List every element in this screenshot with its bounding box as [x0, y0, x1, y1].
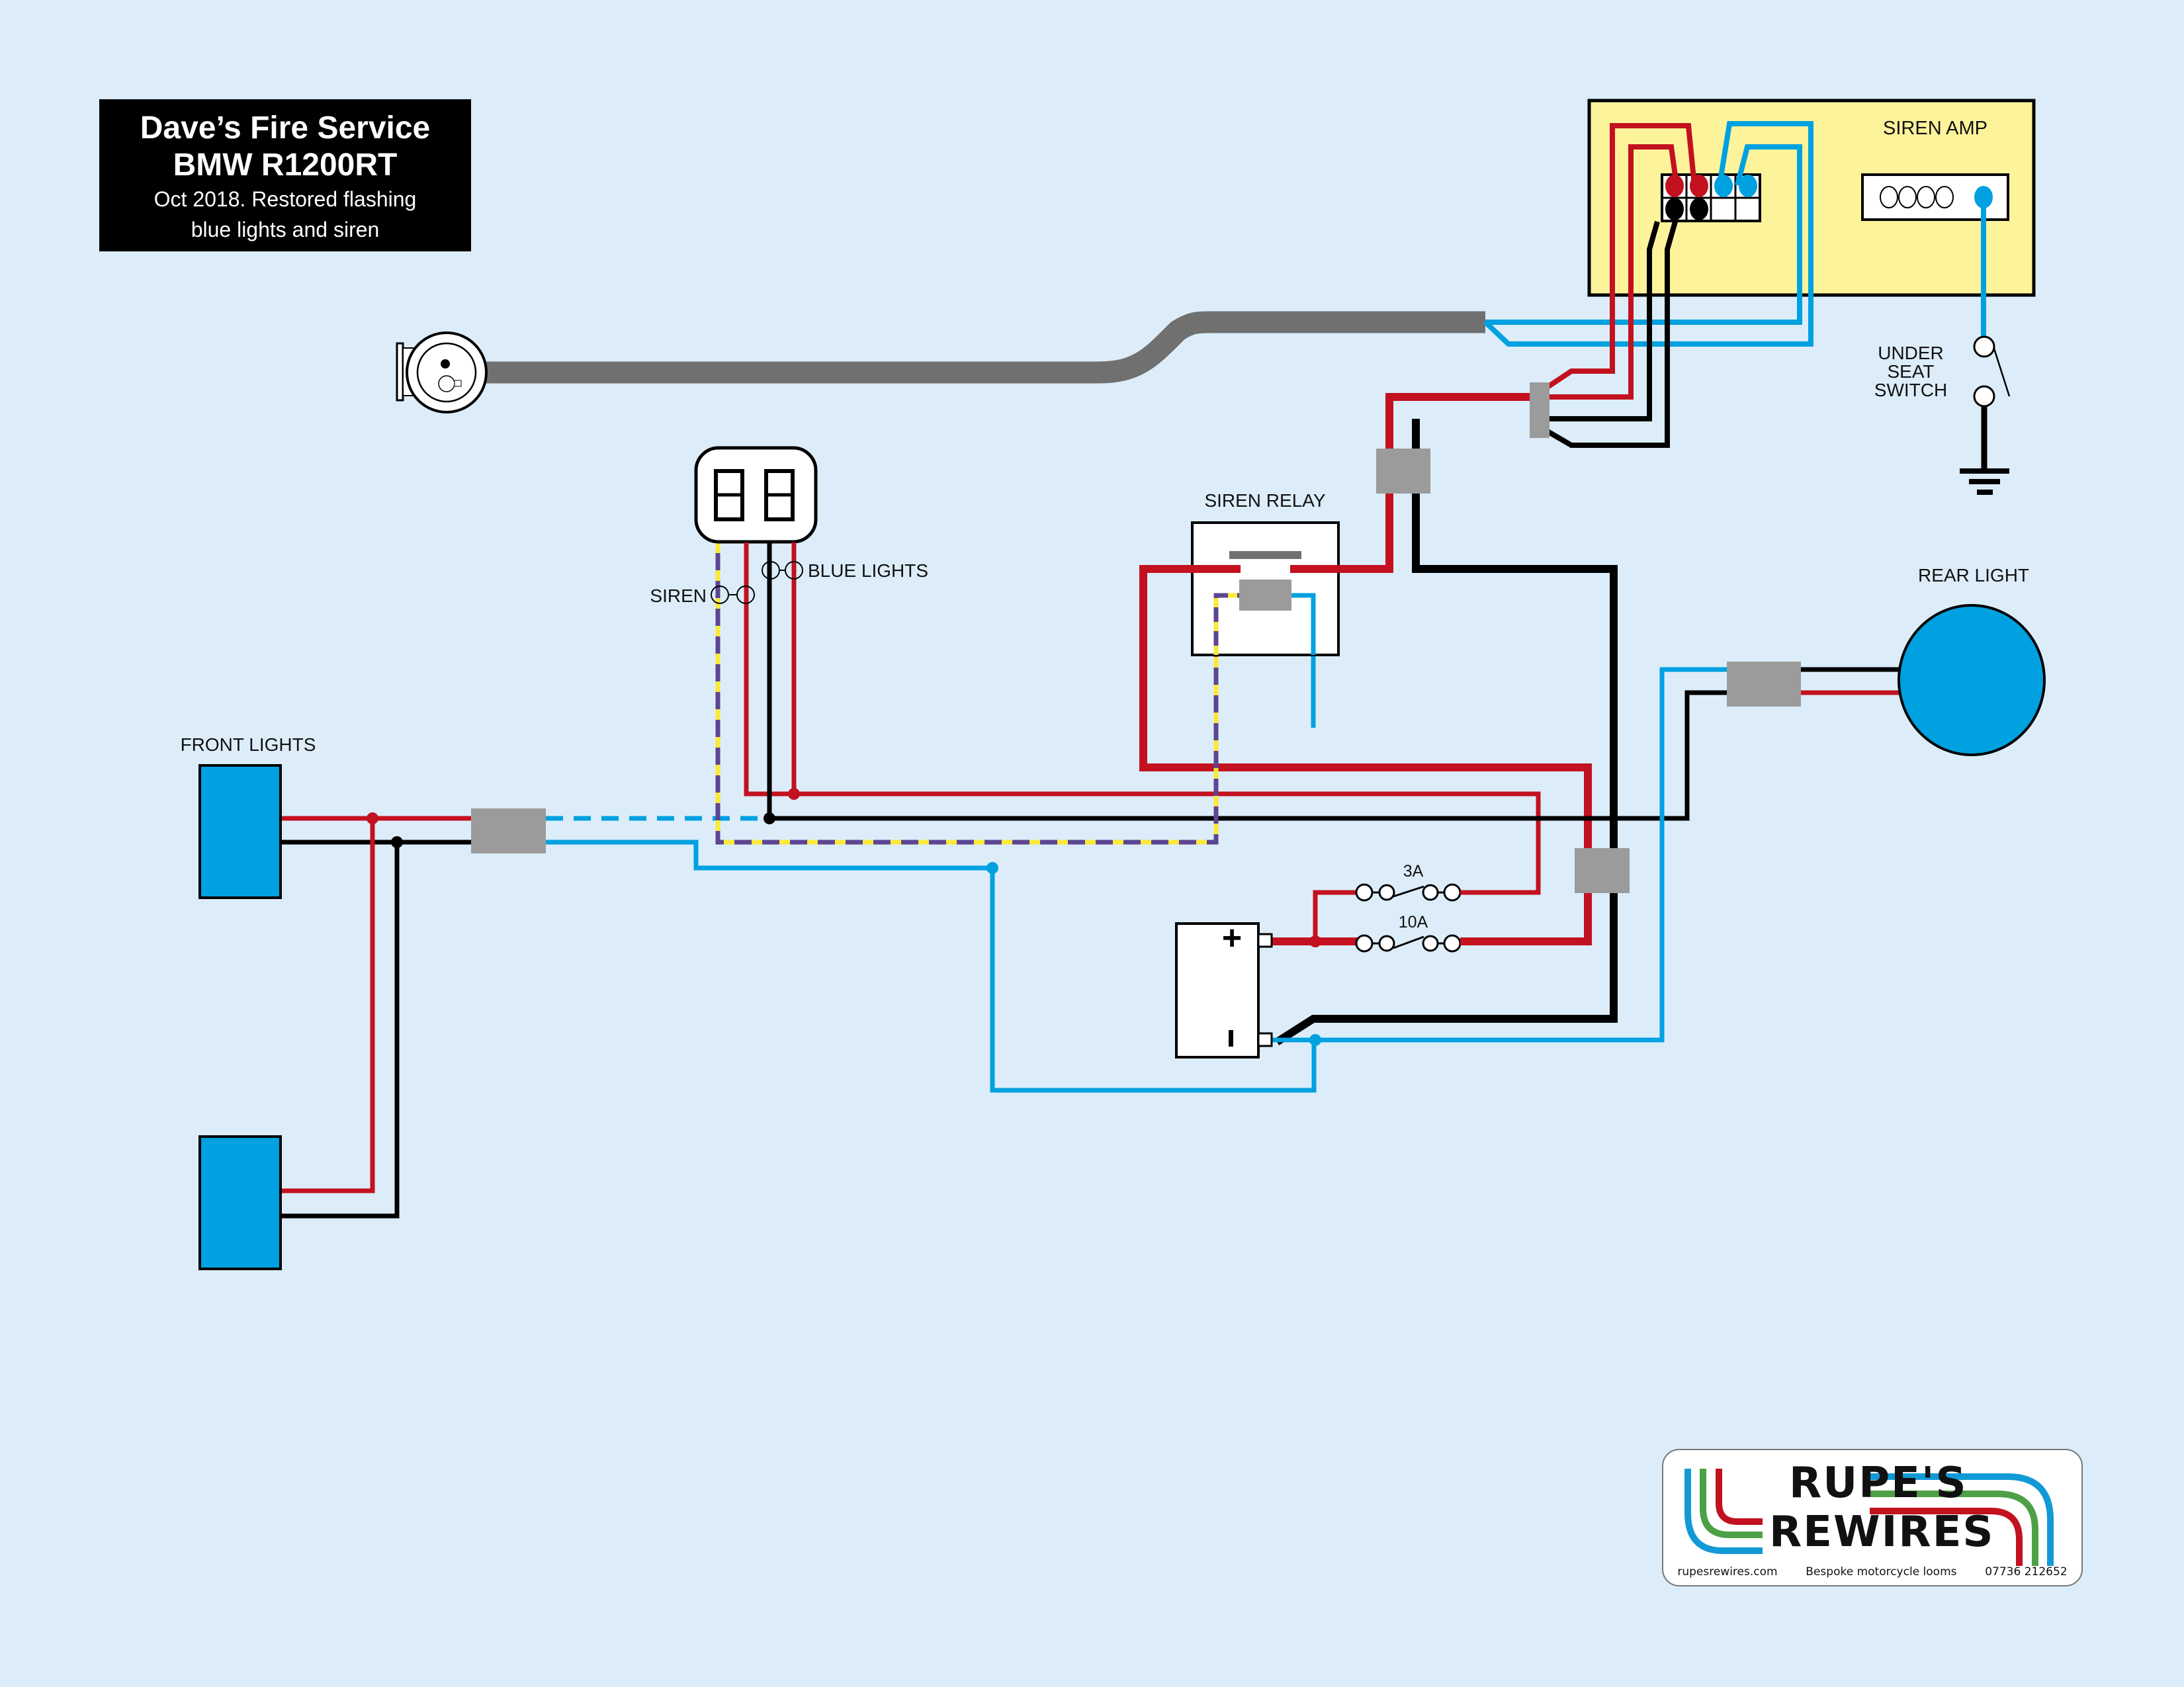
- under-seat-label-1: UNDER: [1878, 343, 1944, 363]
- siren-amp-label: SIREN AMP: [1883, 118, 1987, 139]
- under-seat-label-2: SEAT: [1887, 361, 1934, 382]
- logo-phone: 07736 212652: [1985, 1565, 2068, 1579]
- front-lights-connector: [471, 808, 546, 853]
- rear-light-connector: [1727, 662, 1801, 707]
- amp-terminals: [1665, 175, 1757, 220]
- fuse-3a-label: 3A: [1403, 862, 1424, 881]
- switch-wires: [744, 542, 797, 818]
- title-line-2: BMW R1200RT: [173, 148, 398, 183]
- battery: +: [1175, 919, 1273, 1059]
- ground-icon: [1960, 468, 2009, 474]
- siren-speaker-icon: [396, 331, 488, 413]
- harness-connector-upper: [1376, 449, 1430, 494]
- battery-negative-icon: [1229, 1030, 1233, 1047]
- logo-website[interactable]: rupesrewires.com: [1677, 1565, 1778, 1579]
- logo-wires-icon: [1684, 1469, 2054, 1566]
- siren-speaker-cable: [486, 311, 1485, 384]
- front-light-lower: [198, 1135, 282, 1270]
- title-line-3: Oct 2018. Restored flashing: [153, 187, 417, 211]
- under-seat-label-3: SWITCH: [1874, 380, 1947, 400]
- fuse-3a: 3A: [1355, 862, 1462, 902]
- logo-tagline: Bespoke motorcycle looms: [1806, 1565, 1957, 1579]
- blue-lights-label: BLUE LIGHTS: [808, 560, 928, 581]
- battery-positive-icon: +: [1222, 919, 1242, 957]
- siren-switch-label: SIREN: [650, 585, 707, 606]
- logo-word-2: REWIRES: [1769, 1508, 1995, 1557]
- title-block: Dave’s Fire Service BMW R1200RT Oct 2018…: [99, 99, 471, 251]
- handlebar-switch: [694, 446, 818, 544]
- rupes-rewires-logo: RUPE'S REWIRES rupesrewires.com Bespoke …: [1662, 1449, 2083, 1586]
- rear-light-label: REAR LIGHT: [1918, 565, 2029, 585]
- amp-wires: [1483, 121, 1986, 448]
- front-light-upper: [198, 764, 282, 899]
- fuse-10a: 10A: [1355, 913, 1462, 953]
- switch-contacts: [711, 561, 803, 604]
- title-line-4: blue lights and siren: [191, 218, 380, 241]
- siren-relay-label: SIREN RELAY: [1204, 490, 1325, 511]
- main-harness: [281, 393, 1899, 1219]
- relay-contacts: [1143, 565, 1389, 655]
- amp-harness-connector: [1530, 382, 1550, 438]
- fuse-10a-label: 10A: [1399, 913, 1428, 931]
- title-line-1: Dave’s Fire Service: [140, 110, 431, 146]
- front-lights-label: FRONT LIGHTS: [181, 734, 316, 755]
- logo-word-1: RUPE'S: [1789, 1459, 1968, 1508]
- junction-dots: [367, 788, 1321, 1046]
- logo-footer: rupesrewires.com Bespoke motorcycle loom…: [1663, 1565, 2081, 1579]
- rear-light: [1898, 604, 2046, 756]
- harness-connector-lower: [1575, 848, 1630, 893]
- under-seat-switch: UNDER SEAT SWITCH: [1874, 335, 2011, 495]
